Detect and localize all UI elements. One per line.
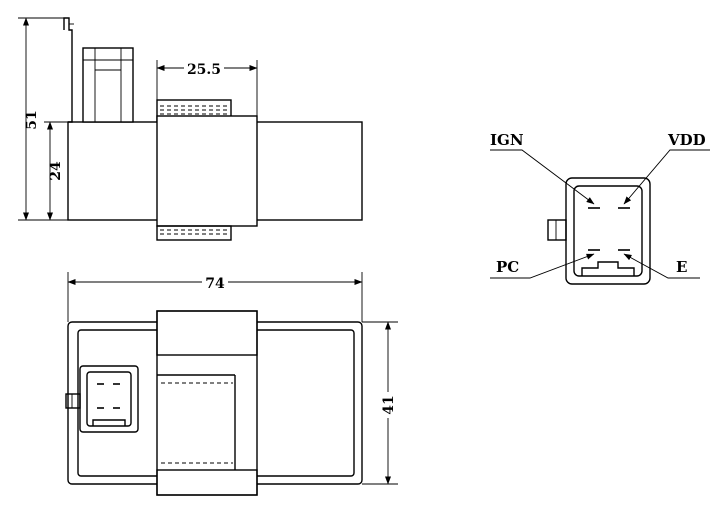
dim-body-width: 41 — [381, 395, 397, 414]
label-e: E — [676, 258, 687, 276]
dim-clip-width: 25.5 — [187, 62, 221, 78]
side-view: 51 24 25.5 — [18, 17, 363, 241]
side-clip — [156, 99, 258, 241]
pinout-housing-outer — [565, 177, 651, 285]
top-view: 74 41 — [65, 272, 398, 496]
top-clip-band — [156, 310, 258, 496]
label-ign: IGN — [490, 131, 524, 149]
side-latch — [63, 17, 73, 123]
connector-pinout: IGN VDD PC E — [490, 131, 710, 285]
label-pc: PC — [496, 258, 519, 276]
dim-body-height: 24 — [48, 161, 64, 181]
pinout-housing-inner — [573, 185, 643, 277]
dim-overall-length: 74 — [205, 276, 225, 292]
top-connector — [65, 365, 139, 433]
dim-overall-height: 51 — [24, 110, 40, 129]
side-connector — [82, 47, 134, 123]
label-vdd: VDD — [667, 131, 706, 149]
